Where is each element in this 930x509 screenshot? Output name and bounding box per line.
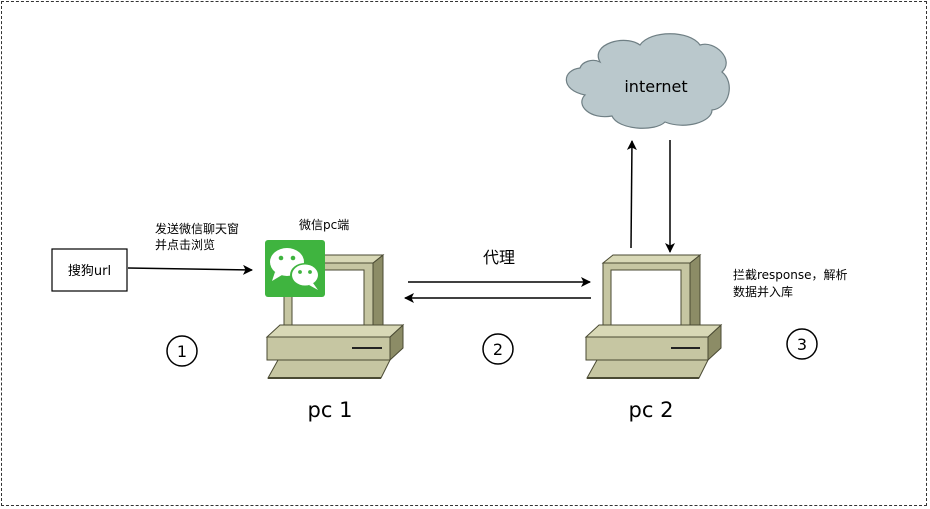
send-annotation-line1: 发送微信聊天窗: [155, 221, 239, 236]
step-2-circle: [482, 333, 514, 365]
pc2-label: pc 2: [629, 398, 674, 422]
arrow-sogou-to-pc1: [127, 264, 253, 275]
internet-cloud: internet: [565, 33, 730, 129]
send-annotation-line2: 并点击浏览: [155, 237, 215, 252]
step-2: 2: [482, 333, 514, 365]
wechat-icon-eye-right-small: [308, 270, 312, 274]
wechat-icon-eye-right: [290, 255, 296, 261]
internet-label: internet: [624, 77, 687, 96]
wechat-icon-small-tail: [309, 283, 318, 290]
pc2-base-top: [584, 324, 723, 338]
wechat-icon-eye-left: [278, 255, 284, 261]
pc1-base-top: [265, 324, 405, 338]
intercept-annotation-line2: 数据并入库: [733, 284, 793, 299]
step-3: 3: [786, 328, 818, 360]
pc2-monitor-side: [689, 253, 701, 336]
wechat-client-label: 微信pc端: [299, 218, 349, 232]
proxy-label: 代理: [483, 248, 515, 267]
step-1: 1: [166, 335, 198, 367]
wechat-icon-eye-left-small: [298, 270, 302, 274]
step-1-label: 1: [177, 342, 187, 361]
sogou-url-box: [51, 248, 128, 292]
pc2-computer: [584, 253, 723, 379]
sogou-url-node: 搜狗url: [51, 248, 128, 292]
step-2-label: 2: [493, 340, 503, 359]
pc2-monitor-top: [601, 254, 702, 264]
wechat-icon: [265, 240, 325, 297]
arrow-pc2-to-internet: [626, 140, 637, 249]
cloud-shape: [565, 33, 730, 129]
wechat-icon-big-tail: [272, 272, 282, 281]
pc1-label: pc 1: [308, 398, 353, 422]
pc1-keyboard: [267, 359, 391, 379]
step-3-label: 3: [797, 335, 807, 354]
pc2-keyboard: [586, 359, 709, 379]
step-3-circle: [786, 328, 818, 360]
intercept-annotation-line1: 拦截response，解析: [733, 268, 848, 282]
pc2-screen: [610, 269, 682, 326]
pc1-monitor-side: [372, 253, 384, 336]
sogou-url-label: 搜狗url: [68, 264, 111, 279]
step-1-circle: [166, 335, 198, 367]
wechat-icon-small-bubble: [292, 264, 318, 286]
